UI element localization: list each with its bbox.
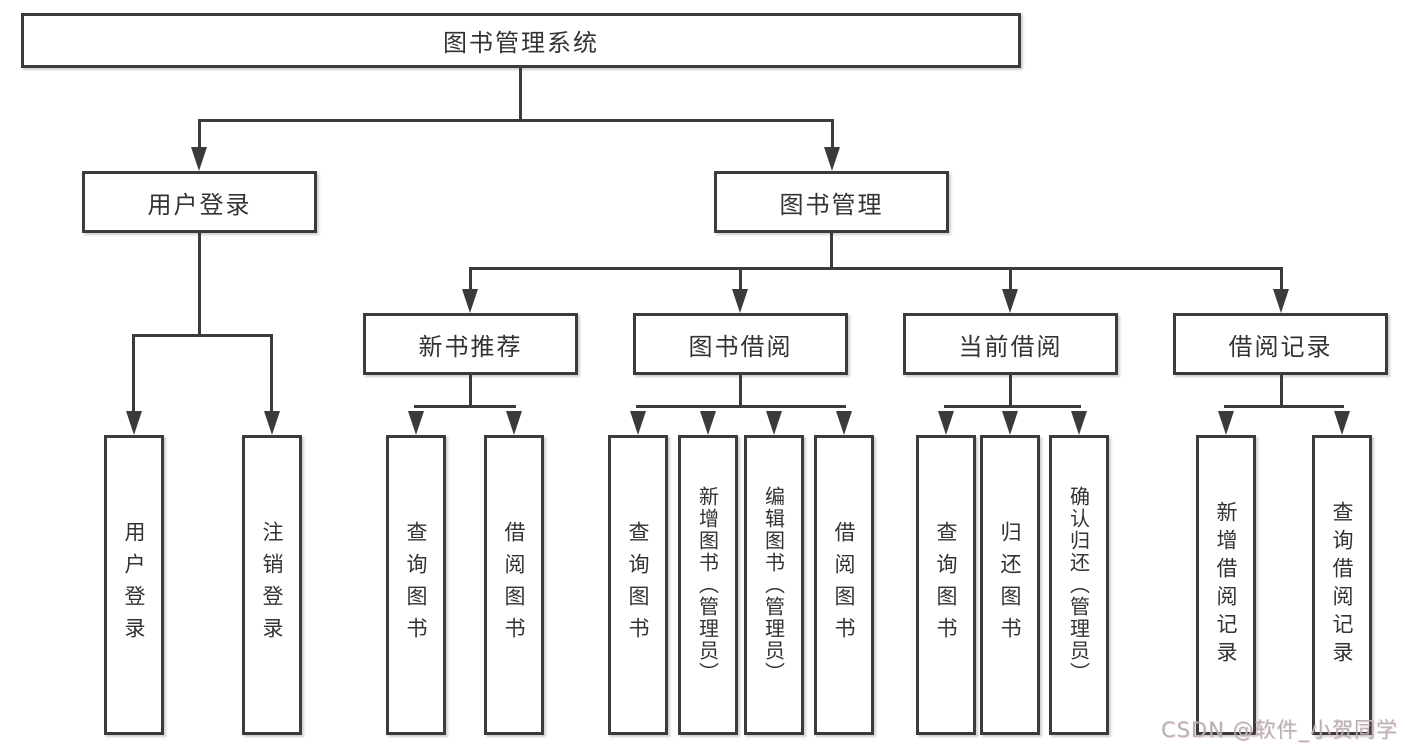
arrow-to-leaf-cb-return-icon — [1002, 411, 1018, 435]
arrow-to-leaf-logout-icon — [264, 411, 280, 435]
leaf-bb-query-books-label: 查询图书 — [626, 521, 650, 649]
leaf-br-query-record: 查询借阅记录 — [1312, 435, 1372, 735]
leaf-cb-query-books-label: 查询图书 — [934, 521, 958, 649]
connector-br-split — [1224, 405, 1344, 408]
connector-bm-arm-1 — [469, 267, 472, 291]
node-book-borrowing-label: 图书借阅 — [688, 332, 793, 361]
connector-root-stem — [519, 68, 522, 122]
leaf-bb-edit-books-label: 编辑图书（管理员） — [761, 486, 786, 684]
connector-bm-arm-4 — [1280, 267, 1283, 291]
leaf-br-query-record-label: 查询借阅记录 — [1330, 501, 1354, 669]
leaf-nbr-query-books-label: 查询图书 — [404, 521, 428, 649]
arrow-to-leaf-bb-add-icon — [700, 411, 716, 435]
arrow-to-leaf-user-login-icon — [126, 411, 142, 435]
connector-bm-arm-3 — [1009, 267, 1012, 291]
leaf-cb-return-books-label: 归还图书 — [998, 521, 1022, 649]
arrow-to-leaf-br-add-icon — [1218, 411, 1234, 435]
leaf-br-add-record: 新增借阅记录 — [1196, 435, 1256, 735]
leaf-user-login-label: 用户登录 — [122, 521, 146, 649]
arrow-to-new-book-recommend-icon — [462, 289, 478, 313]
leaf-cb-confirm-return-label: 确认归还（管理员） — [1066, 486, 1091, 684]
connector-book-management-split — [469, 267, 1283, 270]
arrow-to-leaf-bb-borrow-icon — [836, 411, 852, 435]
arrow-to-leaf-cb-query-icon — [938, 411, 954, 435]
node-root-label: 图书管理系统 — [443, 29, 599, 57]
node-current-borrowing-label: 当前借阅 — [958, 332, 1063, 361]
leaf-logout: 注销登录 — [242, 435, 302, 735]
leaf-bb-add-books-label: 新增图书（管理员） — [695, 486, 720, 684]
node-borrowing-records-label: 借阅记录 — [1228, 332, 1333, 361]
leaf-logout-label: 注销登录 — [260, 521, 284, 649]
arrow-to-leaf-nbr-borrow-icon — [506, 411, 522, 435]
arrow-to-leaf-nbr-query-icon — [408, 411, 424, 435]
leaf-nbr-borrow-books-label: 借阅图书 — [502, 521, 526, 649]
connector-bb-split — [636, 405, 846, 408]
node-current-borrowing: 当前借阅 — [903, 313, 1118, 375]
arrow-to-user-login-icon — [191, 147, 207, 171]
arrow-to-book-management-icon — [824, 147, 840, 171]
csdn-watermark: CSDN @软件_小贺同学 — [1160, 718, 1398, 742]
leaf-bb-add-books: 新增图书（管理员） — [678, 435, 738, 735]
arrow-to-leaf-cb-confirm-icon — [1071, 411, 1087, 435]
node-book-management-label: 图书管理 — [779, 190, 884, 219]
connector-cb-stem — [1009, 375, 1012, 408]
connector-br-stem — [1280, 375, 1283, 408]
leaf-nbr-borrow-books: 借阅图书 — [484, 435, 544, 735]
leaf-cb-query-books: 查询图书 — [916, 435, 976, 735]
leaf-bb-edit-books: 编辑图书（管理员） — [744, 435, 804, 735]
node-user-login-label: 用户登录 — [147, 190, 252, 219]
leaf-bb-borrow-books: 借阅图书 — [814, 435, 874, 735]
node-root: 图书管理系统 — [21, 13, 1021, 68]
arrow-to-book-borrowing-icon — [732, 289, 748, 313]
arrow-to-current-borrowing-icon — [1002, 289, 1018, 313]
node-borrowing-records: 借阅记录 — [1173, 313, 1388, 375]
arrow-to-leaf-br-query-icon — [1334, 411, 1350, 435]
connector-cb-split — [944, 405, 1081, 408]
connector-bm-arm-2 — [739, 267, 742, 291]
connector-user-login-split — [132, 334, 273, 337]
connector-nbr-stem — [469, 375, 472, 408]
connector-user-login-arm-left — [132, 334, 135, 412]
leaf-nbr-query-books: 查询图书 — [386, 435, 446, 735]
connector-root-arm-right — [831, 119, 834, 148]
arrow-to-leaf-bb-edit-icon — [766, 411, 782, 435]
node-user-login: 用户登录 — [82, 171, 317, 233]
node-book-management: 图书管理 — [714, 171, 949, 233]
connector-bb-stem — [739, 375, 742, 408]
connector-user-login-arm-right — [270, 334, 273, 412]
leaf-bb-borrow-books-label: 借阅图书 — [832, 521, 856, 649]
connector-root-split — [198, 119, 834, 122]
leaf-bb-query-books: 查询图书 — [608, 435, 668, 735]
leaf-cb-return-books: 归还图书 — [980, 435, 1040, 735]
arrow-to-borrowing-records-icon — [1273, 289, 1289, 313]
connector-book-management-stem — [830, 233, 833, 270]
arrow-to-leaf-bb-query-icon — [630, 411, 646, 435]
node-new-book-recommend-label: 新书推荐 — [418, 332, 523, 361]
connector-user-login-stem — [198, 233, 201, 337]
leaf-br-add-record-label: 新增借阅记录 — [1214, 501, 1238, 669]
connector-nbr-split — [414, 405, 516, 408]
node-new-book-recommend: 新书推荐 — [363, 313, 578, 375]
node-book-borrowing: 图书借阅 — [633, 313, 848, 375]
leaf-cb-confirm-return: 确认归还（管理员） — [1049, 435, 1109, 735]
leaf-user-login: 用户登录 — [104, 435, 164, 735]
connector-root-arm-left — [198, 119, 201, 148]
